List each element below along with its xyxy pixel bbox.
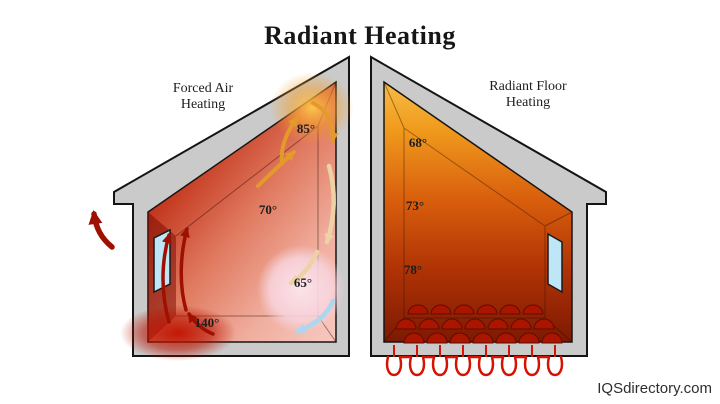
cooling-air-arrow-icon — [324, 163, 336, 245]
watermark: IQSdirectory.com — [597, 380, 712, 397]
cooling-air-arrow2-icon — [288, 249, 320, 286]
radiant-heat-bumps-row2 — [395, 318, 555, 330]
supply-heat-glow — [120, 305, 236, 361]
radiant-floor-house: 68° 73° 78° — [370, 55, 607, 377]
radiant-floor-coil — [385, 355, 564, 377]
wall-rising-air-arrow2-icon — [179, 227, 190, 312]
cold-air-sink-arrow-icon — [294, 298, 336, 334]
warm-air-peak-arrow-icon — [279, 116, 299, 166]
radiant-floor-label-line2: Heating — [506, 95, 550, 110]
forced-air-label: Forced Air Heating — [173, 81, 234, 112]
radiant-heat-bumps-row1 — [407, 304, 544, 315]
forced-air-label-line1: Forced Air — [173, 81, 234, 96]
wall-rising-air-arrow-icon — [161, 233, 172, 324]
radiant-floor-label-line1: Radiant Floor — [489, 79, 567, 94]
left-temp-ceiling: 85° — [297, 121, 315, 136]
heat-loss-arrow-icon — [88, 210, 115, 250]
warm-air-rising-arrow-icon — [256, 150, 296, 188]
radiant-house-interior — [383, 80, 573, 343]
radiant-room-perspective-lines — [383, 81, 573, 343]
left-temp-lower: 65° — [294, 275, 312, 290]
supply-air-arrow-icon — [187, 312, 215, 336]
forced-air-label-line2: Heating — [181, 97, 225, 112]
radiant-heat-bumps-row3 — [403, 332, 563, 344]
ceiling-flow-arrow-icon — [311, 101, 339, 143]
left-temp-mid: 70° — [259, 202, 277, 217]
heating-pipe-risers — [393, 345, 556, 357]
cool-spot — [257, 245, 345, 333]
right-temp-top: 68° — [409, 135, 427, 150]
right-temp-floor: 78° — [404, 262, 422, 277]
right-house-window — [547, 232, 563, 294]
diagram-title: Radiant Heating — [264, 21, 456, 50]
right-temp-mid: 73° — [406, 198, 424, 213]
radiant-floor-label: Radiant Floor Heating — [489, 79, 567, 110]
forced-air-house: 85° 70° 65° 140° — [88, 55, 354, 361]
left-temp-supply: 140° — [195, 315, 220, 330]
